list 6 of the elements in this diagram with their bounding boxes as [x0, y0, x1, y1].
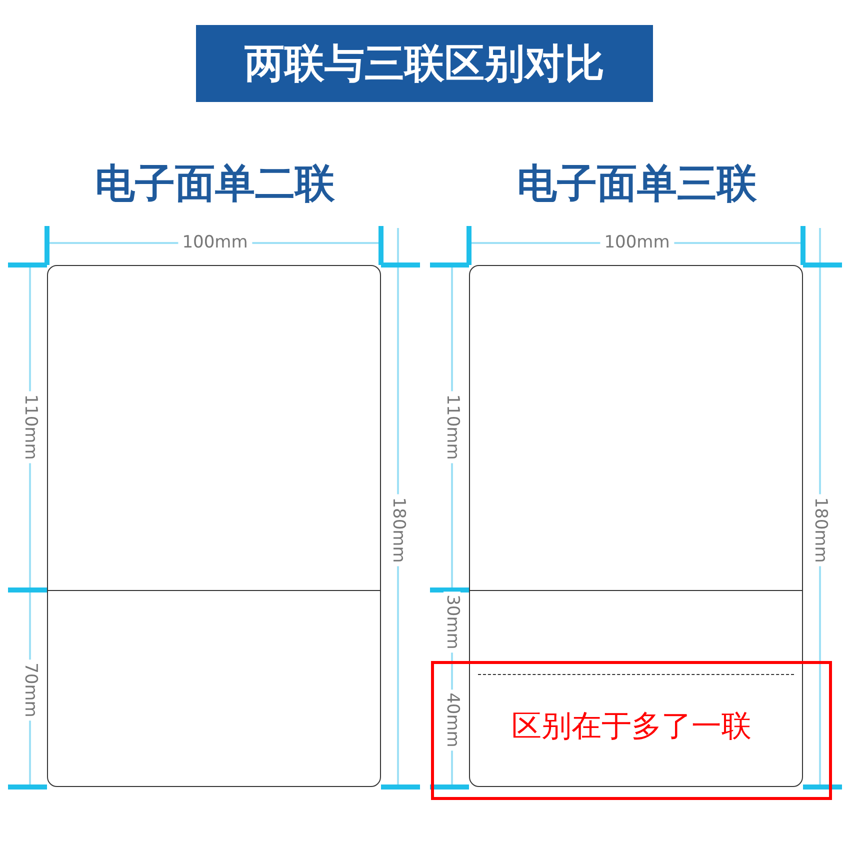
title-banner: 两联与三联区别对比 — [196, 25, 653, 102]
sheet-heading: 电子面单三联 — [516, 160, 758, 209]
sheet-heading: 电子面单二联 — [94, 160, 336, 209]
callout-text: 区别在于多了一联 — [512, 708, 752, 746]
highlight-box — [431, 661, 832, 800]
dimension-label: 30mm — [444, 592, 460, 652]
